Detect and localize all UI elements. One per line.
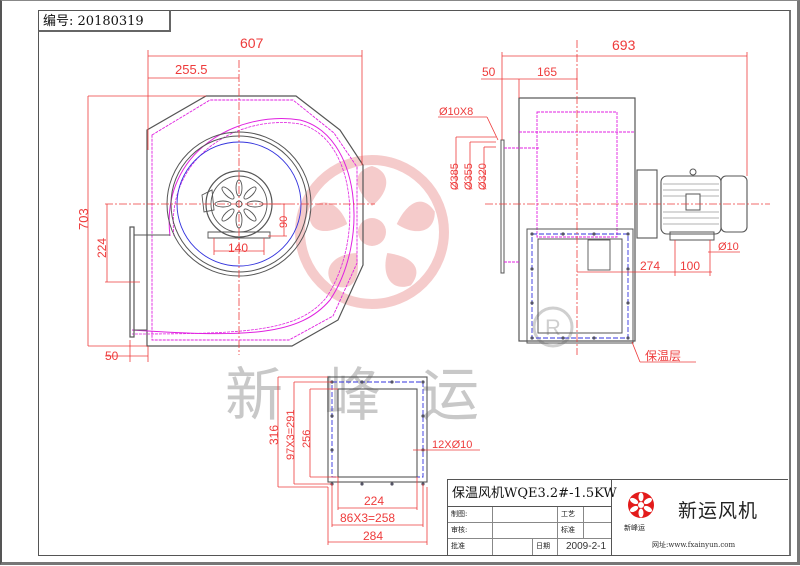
dim-overall-height: 703	[76, 208, 91, 230]
product-name: 保温风机WQE3.2#-1.5KW	[448, 480, 617, 507]
outlet-flange-view	[327, 376, 428, 486]
drawing-number-box: 编号: 20180319	[38, 10, 171, 32]
signoff-label: 制图:	[448, 507, 493, 523]
front-view	[105, 60, 375, 355]
dim-foot-hole: Ø10	[718, 241, 739, 253]
company-info: 新峰运 新运风机 网址:www.fxainyun.com	[612, 480, 788, 555]
signoff-value	[493, 539, 533, 555]
signoff-value	[493, 507, 558, 523]
company-website: 网址:www.fxainyun.com	[652, 541, 736, 549]
insulation-layer-label: 保温层	[645, 349, 681, 363]
title-block-info: 保温风机WQE3.2#-1.5KW 制图: 工艺 审核: 标准 批准 日期 20…	[448, 480, 617, 555]
signoff-label: 日期	[533, 539, 558, 555]
dim-dia-320: Ø320	[477, 163, 489, 190]
dim-dia-355: Ø355	[463, 163, 475, 190]
signoff-label: 审核:	[448, 523, 493, 539]
dim-inlet-depth: 165	[537, 65, 557, 79]
signoff-value	[584, 507, 611, 523]
date-value: 2009-2-1	[566, 541, 607, 552]
svg-text:R: R	[545, 315, 561, 340]
dim-holes: 12XØ10	[432, 439, 472, 451]
dim-inner-height: 256	[301, 430, 313, 448]
dim-flange-offset: 50	[482, 65, 496, 79]
side-view	[485, 40, 770, 355]
dim-flange-thickness: 50	[105, 349, 119, 363]
drawing-number-value: 20180319	[77, 14, 144, 29]
logo-caption: 新峰运	[624, 524, 645, 532]
signoff-label: 工艺	[558, 507, 584, 523]
dim-overall-length: 693	[612, 37, 636, 53]
dim-outer-height: 316	[267, 425, 281, 445]
dim-inner-width: 224	[364, 494, 384, 508]
dim-bolt-holes: Ø10X8	[439, 106, 473, 118]
inner-frame	[38, 10, 791, 556]
dim-hole-pitch-vertical: 97X3=291	[285, 410, 297, 460]
company-name: 新运风机	[678, 500, 759, 522]
title-block: 保温风机WQE3.2#-1.5KW 制图: 工艺 审核: 标准 批准 日期 20…	[447, 479, 788, 555]
watermark-registered-icon: R	[532, 306, 574, 348]
dim-dia-385: Ø385	[449, 163, 461, 190]
signoff-value	[493, 523, 558, 539]
signoff-label: 批准	[448, 539, 493, 555]
dim-motor-foot-spacing: 100	[680, 259, 700, 273]
watermark-text: 新峰运	[225, 361, 519, 429]
dim-outer-width: 284	[363, 529, 383, 543]
dim-inlet-offset: 255.5	[175, 62, 208, 77]
dim-motor-mount-width: 140	[228, 241, 248, 255]
signoff-grid: 制图: 工艺 审核: 标准 批准 日期 2009-2-1	[448, 507, 611, 555]
front-view-dimensions	[87, 50, 363, 362]
drawing-number-label: 编号:	[43, 14, 74, 29]
watermark-logo	[295, 155, 449, 309]
outlet-flange-dimensions	[277, 376, 480, 545]
dim-overall-width: 607	[240, 35, 264, 51]
dim-outlet-height: 224	[95, 238, 109, 258]
dim-hole-pitch-horizontal: 86X3=258	[340, 511, 395, 525]
side-view-dimensions	[438, 52, 748, 363]
signoff-value	[584, 523, 611, 539]
company-logo-icon	[628, 492, 654, 518]
dim-motor-offset: 274	[640, 259, 660, 273]
dim-motor-center-height: 90	[278, 216, 290, 228]
signoff-label: 标准	[558, 523, 584, 539]
